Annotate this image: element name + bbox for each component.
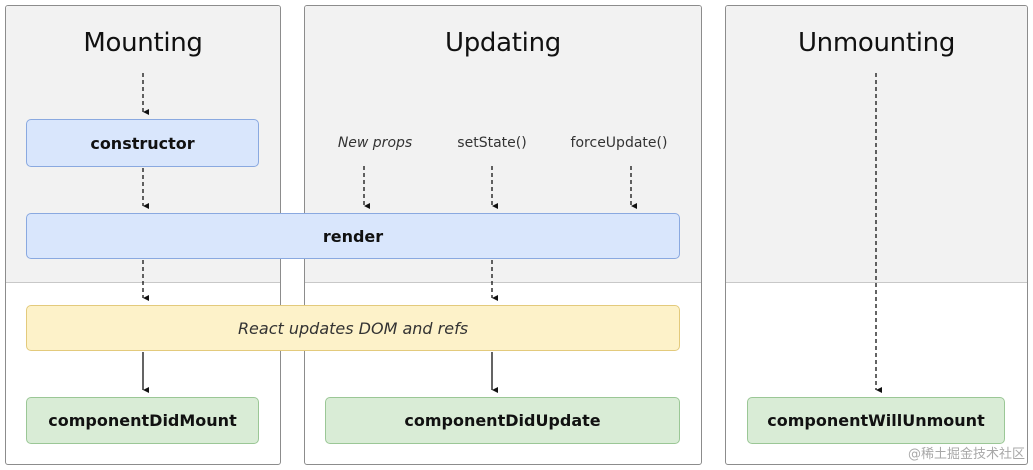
render-box: render <box>26 213 680 259</box>
unmounting-title: Unmounting <box>797 28 956 58</box>
constructor-box: constructor <box>26 119 259 167</box>
trigger-force-update: forceUpdate() <box>570 135 668 151</box>
watermark: @稀土掘金技术社区 <box>907 447 1025 462</box>
will-unmount-box: componentWillUnmount <box>747 397 1005 444</box>
dom-update-box: React updates DOM and refs <box>26 305 680 351</box>
did-update-box: componentDidUpdate <box>325 397 680 444</box>
trigger-new-props: New props <box>337 135 413 151</box>
mounting-title: Mounting <box>83 28 203 58</box>
did-mount-box: componentDidMount <box>26 397 259 444</box>
trigger-set-state: setState() <box>457 135 527 151</box>
updating-title: Updating <box>445 28 561 58</box>
